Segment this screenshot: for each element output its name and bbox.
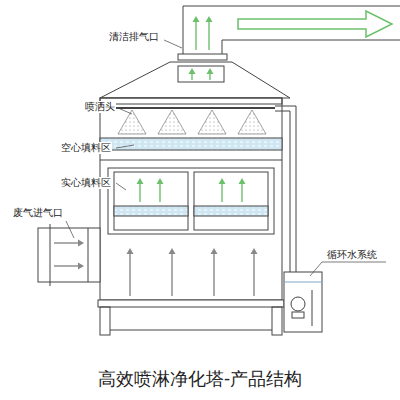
flow-arrowhead xyxy=(239,178,246,184)
water-pipe xyxy=(275,106,296,272)
leader-line xyxy=(310,262,386,276)
part-label: 废气进气口 xyxy=(12,207,64,219)
section-line xyxy=(100,160,282,161)
spray-cone xyxy=(238,110,266,134)
water-level xyxy=(284,282,322,283)
hollow-packing xyxy=(100,138,282,150)
flow-arrow xyxy=(213,252,214,296)
spray-header xyxy=(108,107,275,109)
flow-arrowhead xyxy=(207,68,214,74)
hood xyxy=(100,62,290,98)
packing-cell xyxy=(114,172,188,230)
flow-arrowhead xyxy=(189,68,196,74)
drain-pipe xyxy=(312,290,313,326)
inlet-duct xyxy=(38,228,100,282)
inlet-flange xyxy=(88,228,89,282)
tower-body xyxy=(100,98,282,300)
spray-cone xyxy=(158,110,186,134)
base-line xyxy=(110,330,272,331)
part-label: 循环水系统 xyxy=(326,249,378,261)
exhaust-duct xyxy=(222,40,400,54)
pump-base xyxy=(292,312,304,318)
flow-arrow xyxy=(195,20,196,50)
flow-arrowhead xyxy=(137,178,144,184)
flow-arrow xyxy=(54,242,80,243)
flow-arrowhead xyxy=(78,263,84,270)
flow-arrow xyxy=(241,182,242,202)
packing-cell xyxy=(194,172,268,230)
flow-arrow xyxy=(129,252,130,296)
spray-cone xyxy=(198,110,226,134)
leg xyxy=(100,307,110,335)
flow-arrowhead xyxy=(219,178,226,184)
flow-arrowhead xyxy=(78,240,84,247)
flow-arrowhead xyxy=(211,248,218,254)
flow-arrow xyxy=(171,252,172,296)
part-label: 喷洒头 xyxy=(84,101,116,113)
top-band xyxy=(100,98,282,104)
flow-arrowhead xyxy=(157,178,164,184)
leader-line xyxy=(116,183,126,190)
part-label: 清洁排气口 xyxy=(108,31,160,43)
flow-arrow xyxy=(253,252,254,296)
flow-arrowhead xyxy=(127,248,134,254)
part-label: 实心填料区 xyxy=(60,177,112,189)
tower-outline xyxy=(38,6,400,335)
caption: 高效喷淋净化塔-产品结构 xyxy=(0,368,400,390)
water-pipe xyxy=(275,111,290,272)
spray-cone xyxy=(118,110,146,134)
exhaust-duct xyxy=(183,6,400,54)
flow-arrows xyxy=(54,16,258,296)
flow-arrow xyxy=(221,182,222,202)
leader-lines xyxy=(66,40,386,276)
inlet-flange xyxy=(50,224,51,286)
leg xyxy=(272,307,282,335)
part-label: 空心填料区 xyxy=(60,142,112,154)
flow-arrowhead xyxy=(206,16,213,22)
duct-flange xyxy=(178,54,227,60)
flow-arrowhead xyxy=(193,16,200,22)
exhaust-arrow xyxy=(238,11,392,37)
flow-arrowhead xyxy=(169,248,176,254)
flow-arrow xyxy=(208,20,209,50)
leader-line xyxy=(116,145,134,148)
leader-line xyxy=(164,40,182,48)
base-frame xyxy=(98,300,284,307)
flow-arrow xyxy=(159,182,160,202)
flow-arrowhead xyxy=(251,248,258,254)
packing-frame xyxy=(108,168,274,234)
outlet-window xyxy=(178,66,224,82)
pump xyxy=(291,297,305,311)
solid-packing xyxy=(114,206,188,216)
spray-cones xyxy=(118,110,266,134)
leader-line xyxy=(118,108,132,114)
leader-line xyxy=(66,221,74,238)
flow-arrow xyxy=(54,265,80,266)
flow-arrow xyxy=(139,182,140,202)
solid-packing xyxy=(194,206,268,216)
water-tank xyxy=(284,272,322,332)
